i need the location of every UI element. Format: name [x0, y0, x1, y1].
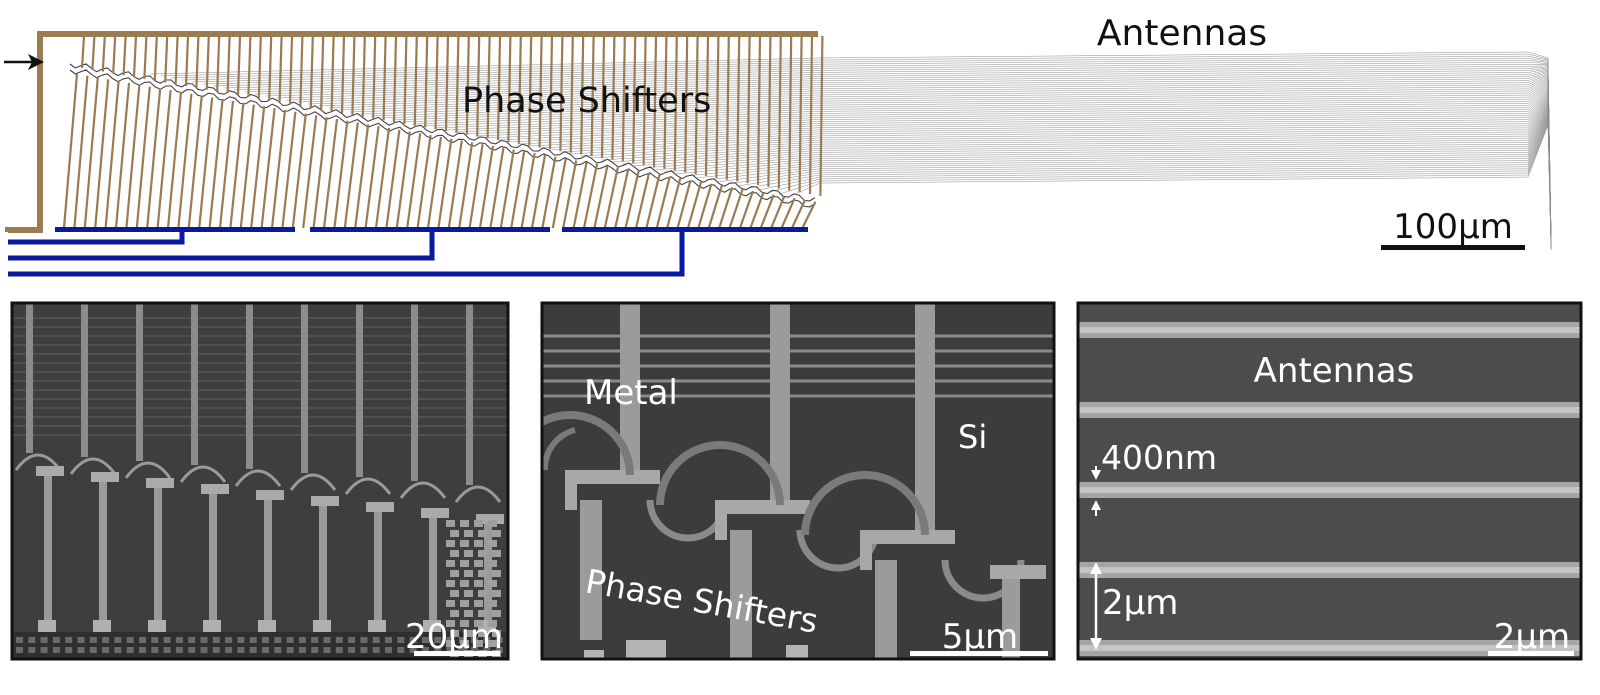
input-arrow-icon — [4, 54, 44, 70]
width-label: 400nm — [1101, 438, 1217, 477]
width-marker-icon — [1091, 466, 1101, 516]
sem-panel-3: Antennas 400nm 2µm 2µm — [1076, 301, 1583, 661]
metal-label: Metal — [584, 373, 678, 413]
panel-1-scale-bar — [414, 651, 500, 656]
sem-panel-1: 20µm — [10, 301, 510, 661]
panel-2-scale-label: 5µm — [942, 617, 1018, 657]
antenna-waveguides — [149, 51, 1552, 250]
panel-1-scale-label: 20µm — [405, 617, 503, 657]
pitch-marker-icon — [1090, 562, 1102, 650]
electrode-buses — [8, 227, 808, 277]
antennas-label: Antennas — [1097, 13, 1267, 54]
array-schematic: Antennas Phase Shifters 100µm — [4, 13, 1552, 277]
scale-bar — [1381, 245, 1525, 250]
scale-bar-label: 100µm — [1393, 207, 1513, 247]
panel-3-scale-label: 2µm — [1494, 617, 1570, 657]
antennas-sem-label: Antennas — [1254, 351, 1415, 391]
sem-panel-2: Metal Si Phase Shifters 5µm — [540, 301, 1056, 661]
phase-shifters-label: Phase Shifters — [462, 81, 711, 121]
pitch-label: 2µm — [1102, 583, 1178, 623]
panel-2-scale-bar — [910, 651, 1048, 656]
metal-heater-comb — [5, 31, 824, 233]
panel-3-scale-bar — [1488, 651, 1574, 656]
si-label: Si — [958, 418, 987, 456]
